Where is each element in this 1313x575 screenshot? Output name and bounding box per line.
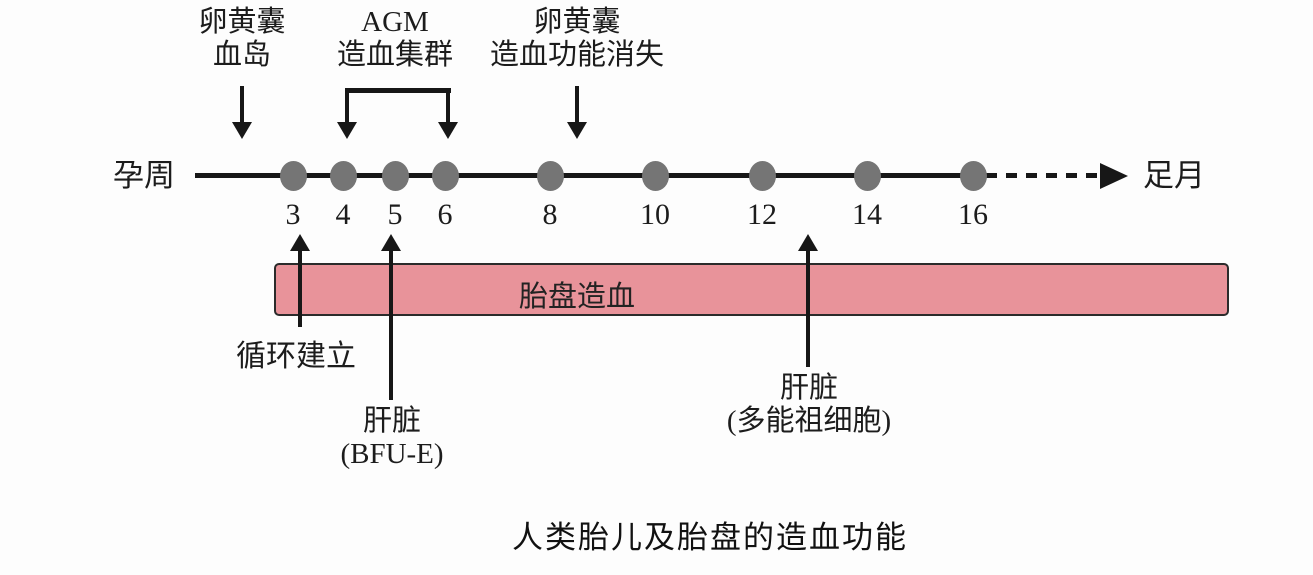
annotation-text-line: (BFU-E): [340, 438, 444, 470]
agm-bracket-right-drop: [446, 88, 450, 124]
arrow-shaft: [575, 86, 579, 126]
timeline-dot-week-16: [960, 161, 987, 191]
arrow-down-icon: [567, 122, 587, 139]
annotation-text-line: 卵黄囊: [198, 6, 286, 38]
annotation-text-line: 血岛: [212, 39, 271, 71]
annotation-text-line: 卵黄囊: [533, 6, 621, 38]
tick-label: 4: [335, 198, 351, 231]
agm-bracket-bar: [345, 88, 451, 93]
annotation-yolk-sac-function-loss: 卵黄囊 造血功能消失: [477, 6, 677, 72]
timeline-dot-week-4: [330, 161, 357, 191]
arrow-right-icon: [1100, 163, 1128, 189]
timeline-dot-week-8: [537, 161, 564, 191]
agm-bracket-left-drop: [345, 88, 349, 124]
annotation-text-line: (多能祖细胞): [726, 405, 892, 437]
tick-label: 6: [437, 198, 453, 231]
placental-hematopoiesis-bar: 胎盘造血: [274, 263, 1229, 316]
arrow-up-icon: [290, 234, 310, 251]
arrow-shaft: [389, 248, 393, 400]
timeline-axis: [195, 173, 975, 178]
annotation-text-line: 造血功能消失: [489, 39, 664, 71]
tick-label: 14: [852, 198, 882, 231]
axis-label-full-term: 足月: [1143, 158, 1205, 193]
arrow-shaft: [298, 248, 302, 327]
timeline-dot-week-3: [280, 161, 307, 191]
timeline-dot-week-5: [382, 161, 409, 191]
timeline-dot-week-12: [749, 161, 776, 191]
axis-label-gestation-week: 孕周: [113, 158, 175, 193]
tick-label: 3: [285, 198, 301, 231]
timeline-dot-week-6: [432, 161, 459, 191]
tick-label: 12: [747, 198, 777, 231]
tick-label: 5: [387, 198, 403, 231]
arrow-shaft: [240, 86, 244, 126]
annotation-text-line: 造血集群: [336, 39, 453, 71]
annotation-text-line: AGM: [361, 6, 429, 38]
arrow-up-icon: [798, 234, 818, 251]
tick-label: 8: [542, 198, 558, 231]
arrow-down-icon: [438, 122, 458, 139]
arrow-up-icon: [381, 234, 401, 251]
timeline-dot-week-14: [854, 161, 881, 191]
annotation-yolk-sac-blood-islands: 卵黄囊 血岛: [177, 6, 307, 72]
tick-label: 10: [640, 198, 670, 231]
arrow-down-icon: [337, 122, 357, 139]
figure-caption: 人类胎儿及胎盘的造血功能: [512, 520, 908, 555]
arrow-down-icon: [232, 122, 252, 139]
tick-label: 16: [958, 198, 988, 231]
timeline-dot-week-10: [642, 161, 669, 191]
annotation-text-line: 肝脏: [779, 372, 838, 404]
annotation-text-line: 肝脏: [362, 405, 421, 437]
annotation-text-line: 循环建立: [236, 340, 356, 373]
annotation-liver-multipotent-progenitor: 肝脏 (多能祖细胞): [709, 372, 909, 438]
timeline-axis-dashed: [986, 173, 1100, 178]
annotation-agm-cluster: AGM 造血集群: [315, 6, 475, 72]
annotation-liver-bfue: 肝脏 (BFU-E): [312, 405, 472, 471]
bar-label: 胎盘造血: [518, 281, 635, 313]
arrow-shaft: [806, 248, 810, 367]
annotation-circulation-established: 循环建立: [216, 340, 376, 373]
